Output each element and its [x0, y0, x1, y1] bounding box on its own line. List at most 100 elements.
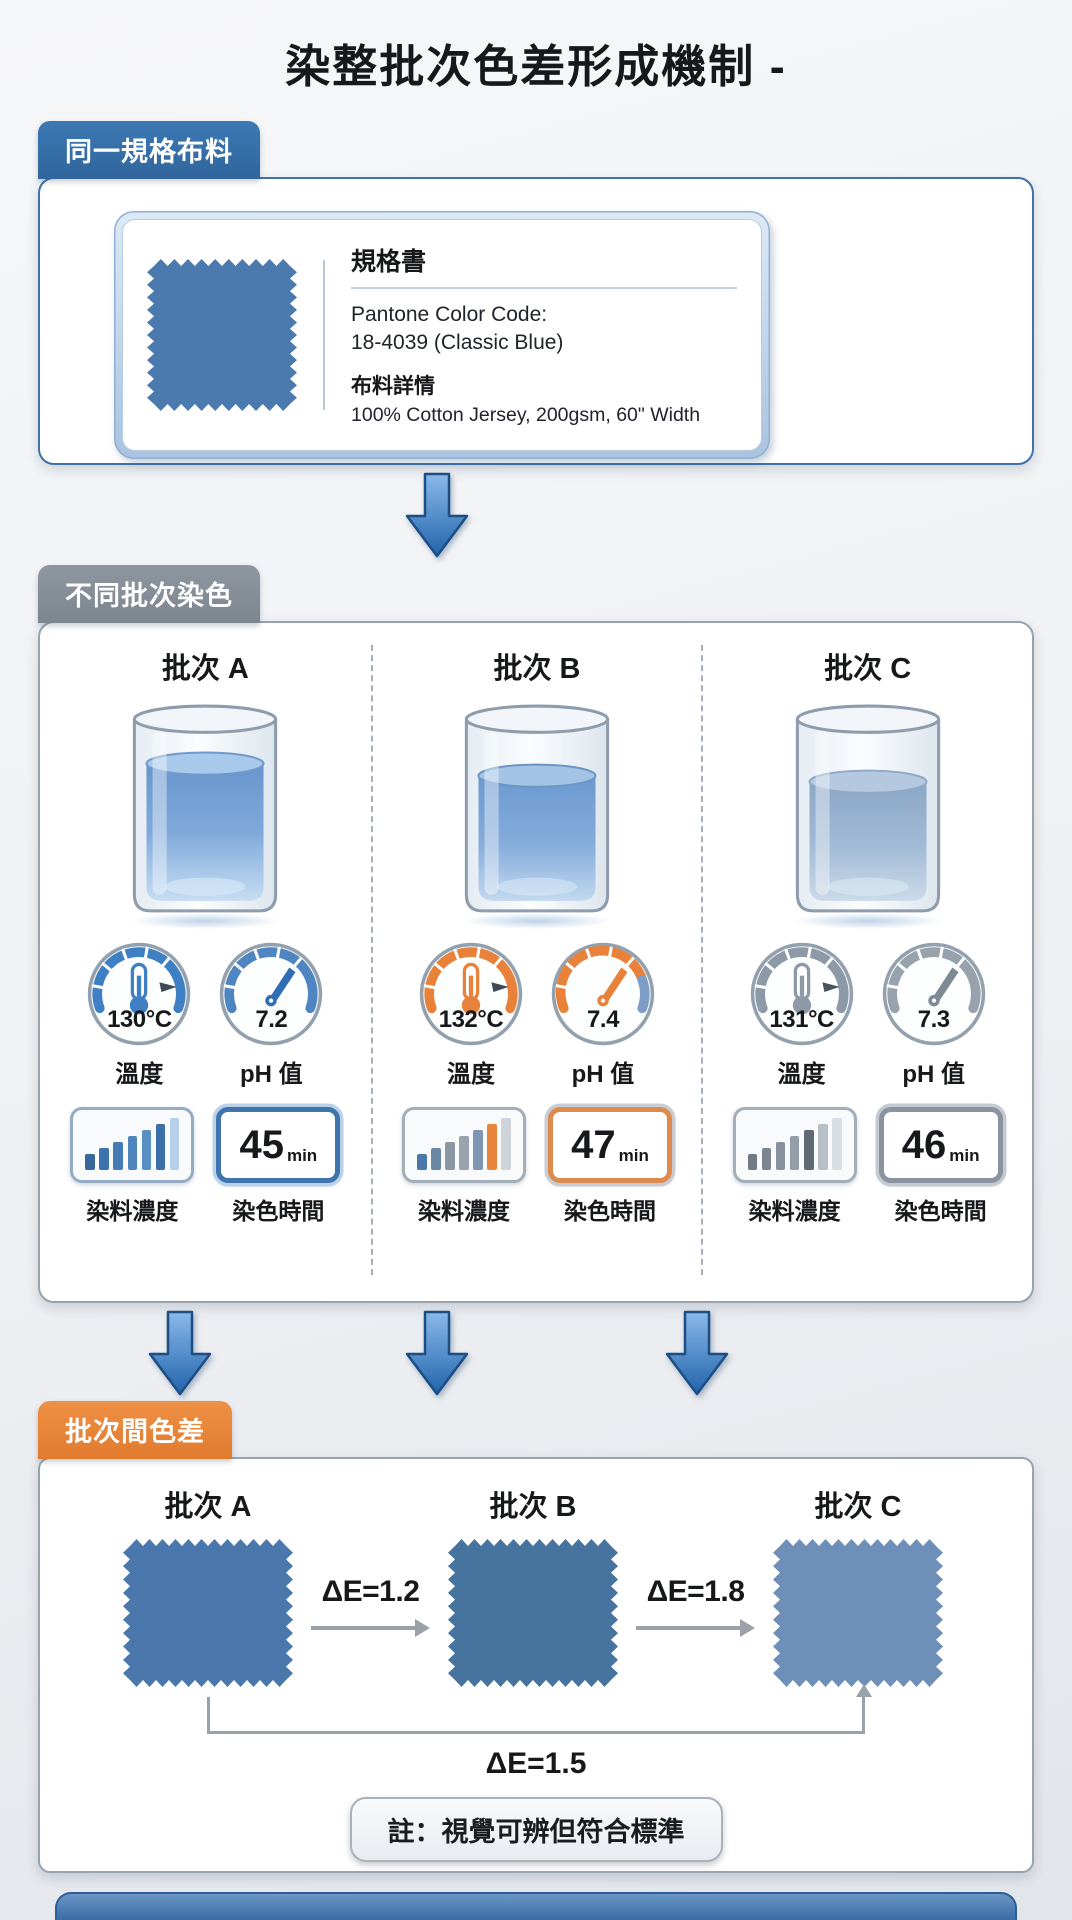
delta-e-ac-bracket-zone [40, 1684, 1032, 1734]
flow-arrow-down-icon [405, 472, 469, 558]
delta-column-a: 批次 A [123, 1483, 293, 1687]
fabric-detail-label: 布料詳情 [351, 374, 435, 398]
next-section-edge [55, 1892, 1017, 1920]
dye-beaker-icon [795, 704, 940, 913]
icons-row: 染料濃度 46 min 染色時間 [732, 1107, 1003, 1226]
divider [323, 260, 325, 410]
flow-arrow-down-icon [148, 1310, 212, 1396]
temperature-gauge: 131°C 溫度 [749, 941, 855, 1089]
dye-time-badge: 45 min [216, 1107, 341, 1183]
ph-label: pH 值 [239, 1061, 303, 1088]
delta-e-ac-bracket [207, 1684, 872, 1734]
section-label-same-fabric: 同一規格布料 [38, 121, 260, 179]
spec-frame: 規格書 Pantone Color Code: 18-4039 (Classic… [114, 211, 770, 459]
batch-name: 批次 B [493, 653, 581, 685]
dye-time: 45 min 染色時間 [216, 1107, 341, 1226]
dye-time-value: 45 [239, 1123, 284, 1167]
dye-time-unit: min [286, 1146, 318, 1165]
ph-label: pH 值 [902, 1061, 965, 1088]
dye-concentration: 染料濃度 [401, 1107, 526, 1226]
batch-column-c: 批次 C [701, 645, 1032, 1275]
flow-arrow-zone [0, 465, 1072, 565]
section-batch-color-diff: 批次間色差 批次 A ΔE=1.2 批次 B ΔE=1. [0, 1401, 1072, 1873]
spec-heading: 規格書 [351, 242, 737, 289]
note-pill: 註：視覺可辨但符合標準 [349, 1797, 723, 1862]
temperature-gauge-icon [750, 942, 853, 1046]
dye-concentration: 染料濃度 [70, 1107, 195, 1226]
spec-text: 規格書 Pantone Color Code: 18-4039 (Classic… [351, 242, 737, 428]
dye-beaker-icon [133, 704, 278, 913]
temperature-label: 溫度 [777, 1061, 826, 1088]
dye-time-unit: min [618, 1146, 649, 1165]
temperature-value: 131°C [769, 1006, 834, 1033]
temperature-gauge-icon [419, 942, 523, 1046]
beaker-shadow [461, 913, 612, 929]
dye-time-value: 47 [571, 1123, 616, 1167]
ph-label: pH 值 [571, 1061, 635, 1088]
color-diff-card: 批次 A ΔE=1.2 批次 B ΔE=1.8 [38, 1457, 1034, 1873]
dye-time-unit: min [949, 1146, 980, 1165]
dye-time-value: 46 [901, 1123, 947, 1167]
delta-e-bc-label: ΔE=1.8 [646, 1575, 745, 1608]
pantone-value: 18-4039 (Classic Blue) [351, 331, 564, 355]
dye-time-label: 染色時間 [894, 1198, 987, 1224]
flow-arrow-zone [0, 1303, 1072, 1401]
dye-concentration: 染料濃度 [732, 1107, 857, 1226]
ph-gauge: 7.4 pH 值 [550, 941, 656, 1089]
delta-column-c: 批次 C [773, 1483, 943, 1687]
pantone-label: Pantone Color Code: [351, 303, 548, 326]
flow-arrow-down-icon [665, 1310, 729, 1396]
batch-name: 批次 A [161, 653, 249, 685]
delta-swatch-c [773, 1539, 943, 1687]
ph-gauge: 7.3 pH 值 [881, 941, 987, 1089]
ph-gauge-icon [882, 942, 985, 1046]
icons-row: 染料濃度 45 min 染色時間 [70, 1107, 341, 1226]
batch-column-a: 批次 A [40, 645, 371, 1275]
gauge-row: 132°C 溫度 [418, 941, 656, 1089]
batch-name: 批次 C [824, 653, 912, 685]
ph-gauge-icon [220, 942, 323, 1046]
fabric-spec-card: 規格書 Pantone Color Code: 18-4039 (Classic… [38, 177, 1034, 465]
ph-value: 7.2 [255, 1006, 288, 1033]
dye-concentration-label: 染料濃度 [417, 1198, 510, 1224]
icons-row: 染料濃度 47 min 染色時間 [401, 1107, 672, 1226]
dye-concentration-icon [732, 1107, 857, 1183]
temperature-gauge: 130°C 溫度 [86, 941, 192, 1089]
flow-arrow-down-icon [405, 1310, 469, 1396]
delta-swatch-a [123, 1539, 293, 1687]
gauge-row: 131°C 溫度 [749, 941, 987, 1089]
beaker-shadow [792, 913, 943, 929]
fabric-detail-value: 100% Cotton Jersey, 200gsm, 60" Width [351, 403, 701, 426]
dye-time-badge: 46 min [878, 1107, 1003, 1183]
ph-gauge-icon [551, 942, 655, 1046]
delta-connector-ab: ΔE=1.2 [293, 1483, 448, 1687]
delta-column-b: 批次 B [448, 1483, 618, 1687]
temperature-value: 130°C [107, 1006, 172, 1033]
temperature-gauge: 132°C 溫度 [418, 941, 524, 1089]
delta-batch-name: 批次 C [814, 1491, 902, 1523]
delta-batch-name: 批次 B [489, 1491, 577, 1523]
batch-grid: 批次 A [40, 623, 1032, 1301]
dye-time: 47 min 染色時間 [547, 1107, 672, 1226]
temperature-label: 溫度 [446, 1061, 495, 1088]
delta-e-ab-label: ΔE=1.2 [321, 1575, 420, 1608]
dye-beaker-icon [464, 704, 610, 913]
dye-time-badge: 47 min [547, 1107, 672, 1183]
section-same-fabric: 同一規格布料 規格書 Pantone Color Code: 18-4039 (… [0, 121, 1072, 465]
dye-concentration-label: 染料濃度 [86, 1198, 179, 1224]
delta-arrow-icon [636, 1619, 755, 1637]
fabric-swatch [147, 259, 297, 411]
ph-value: 7.4 [587, 1006, 619, 1033]
delta-swatch-b [448, 1539, 618, 1687]
delta-row: 批次 A ΔE=1.2 批次 B ΔE=1.8 [40, 1459, 1032, 1687]
dye-concentration-label: 染料濃度 [748, 1198, 841, 1224]
ph-value: 7.3 [917, 1006, 950, 1033]
batch-column-b: 批次 B [370, 645, 702, 1275]
section-label-different-batches: 不同批次染色 [38, 565, 260, 623]
page-title: 染整批次色差形成機制 - [285, 41, 787, 92]
dye-concentration-icon [70, 1107, 195, 1183]
spec-inner: 規格書 Pantone Color Code: 18-4039 (Classic… [122, 219, 762, 451]
dyeing-batches-card: 批次 A [38, 621, 1034, 1303]
gauge-row: 130°C 溫度 [86, 941, 324, 1089]
